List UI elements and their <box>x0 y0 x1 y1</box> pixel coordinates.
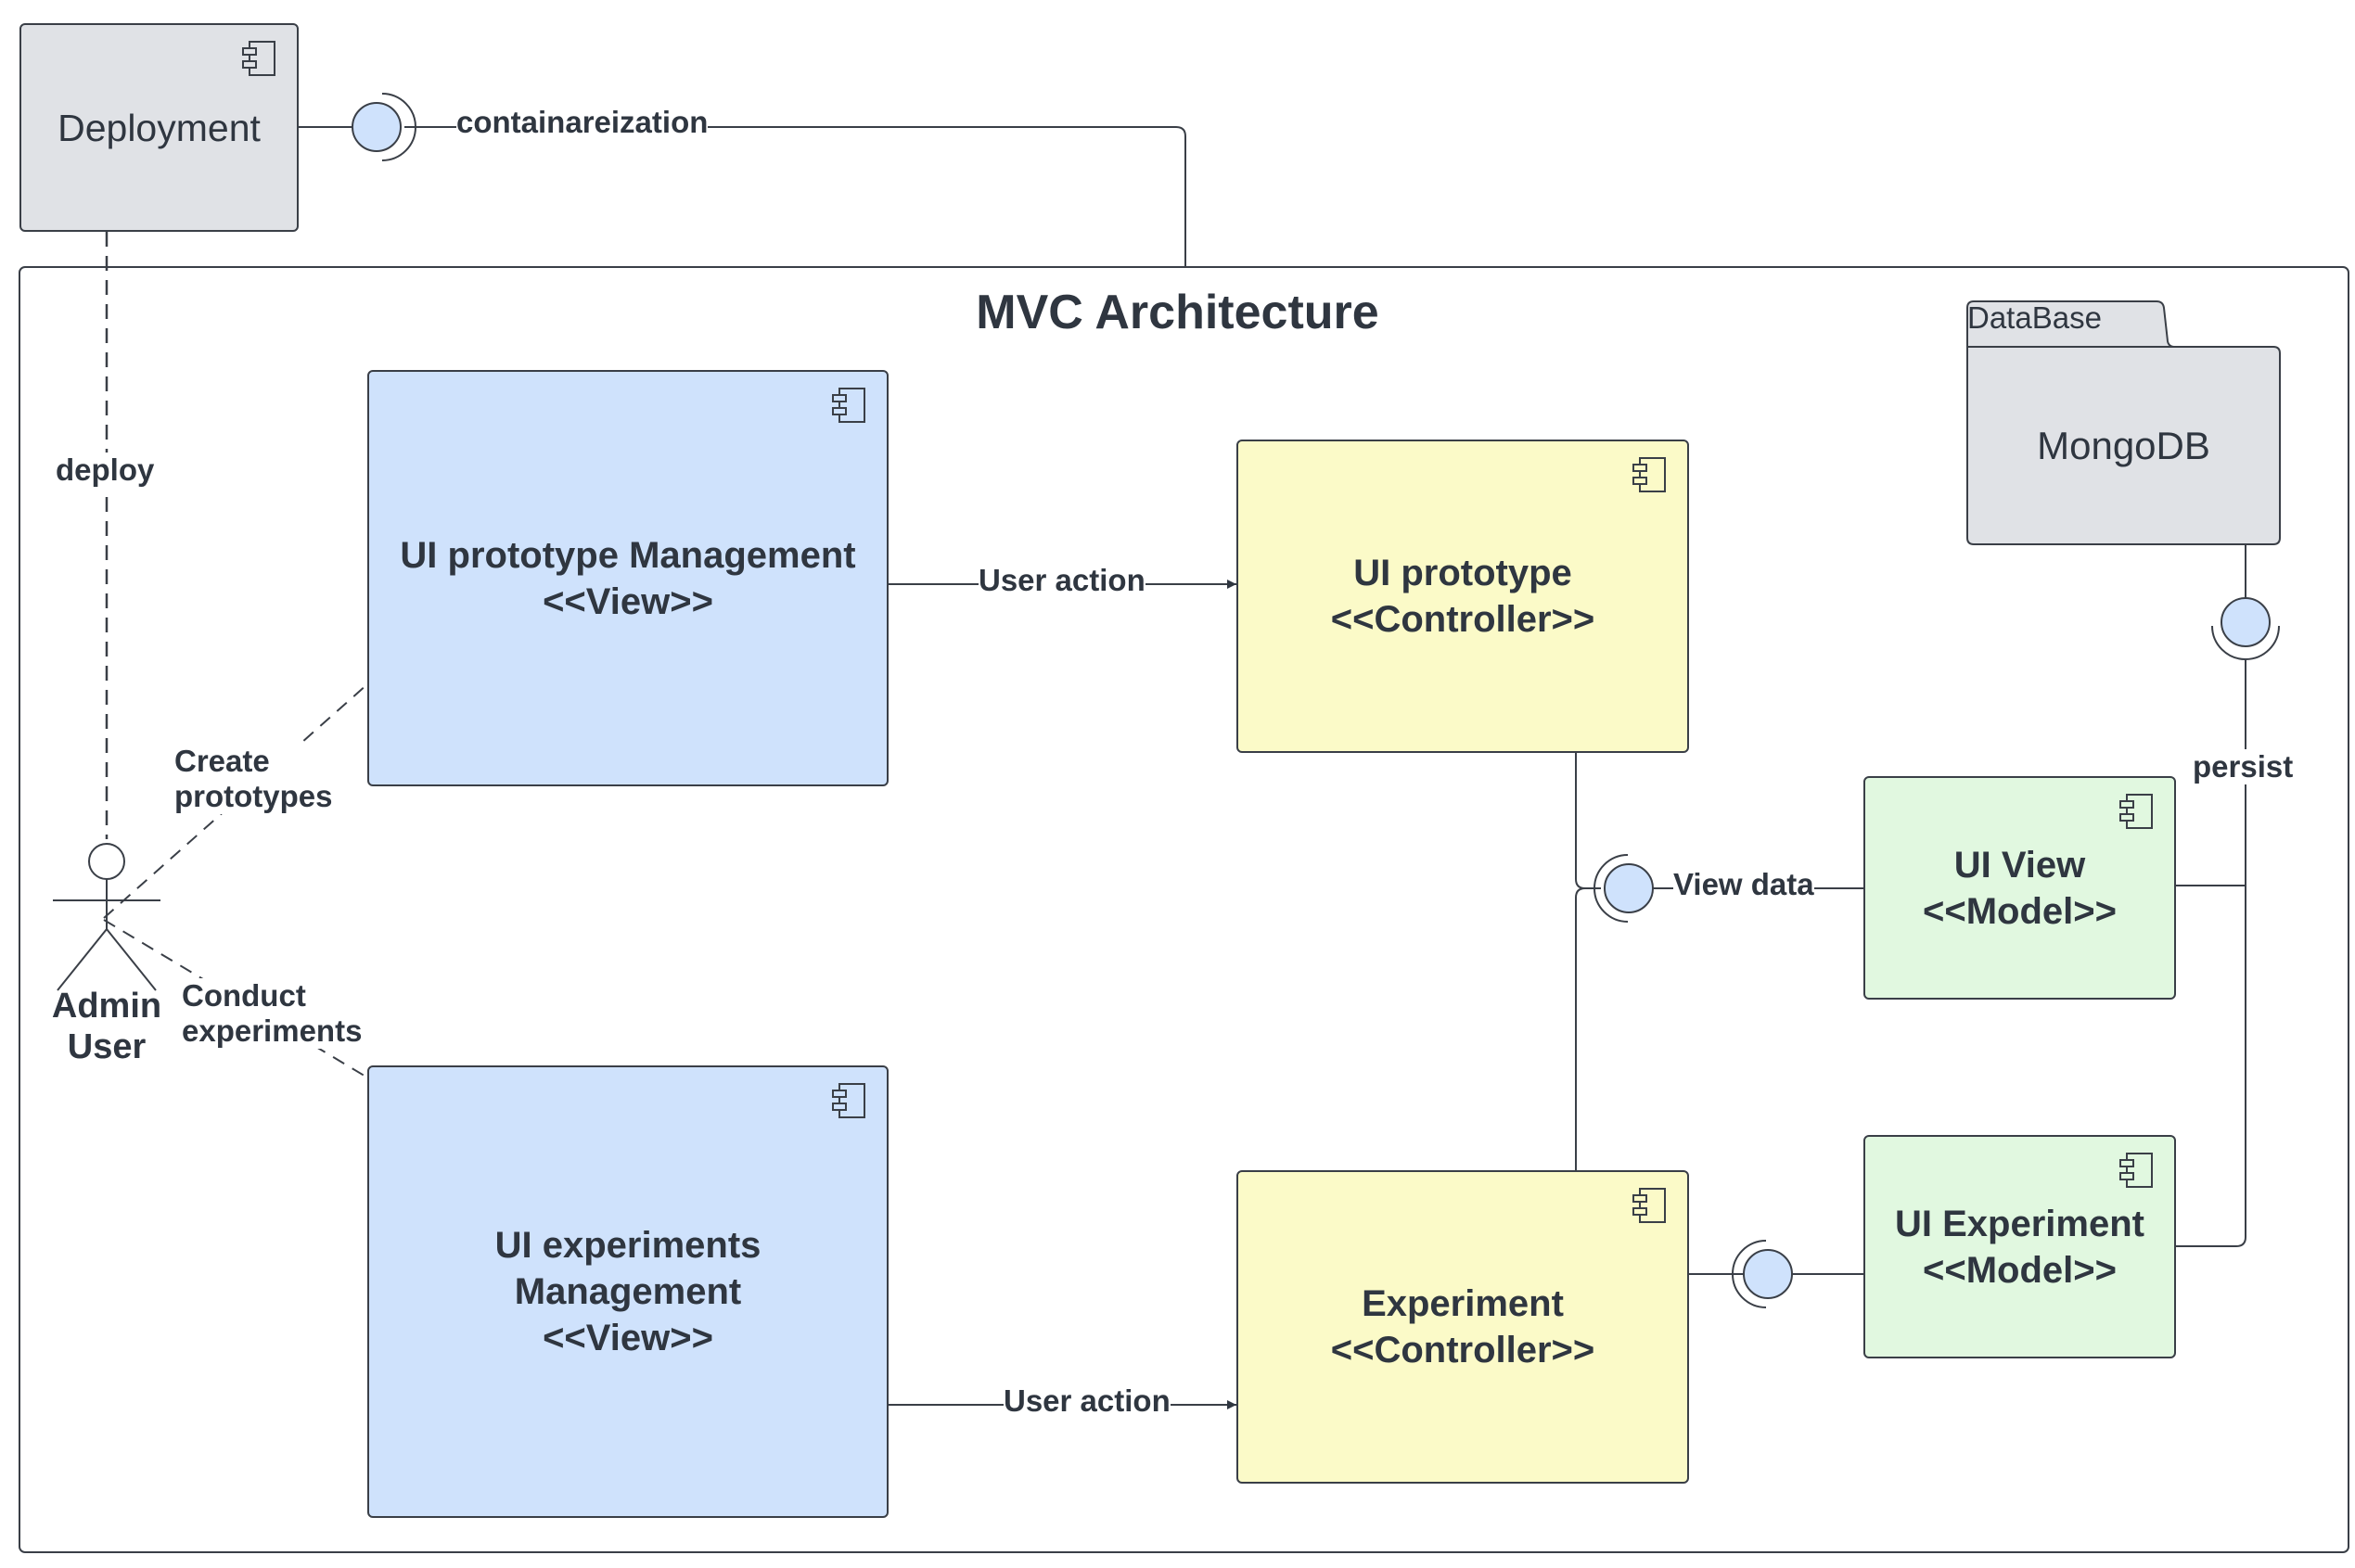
create-prototypes-connector <box>103 683 368 919</box>
database-name: MongoDB <box>2037 423 2210 467</box>
deployment-node[interactable]: Deployment <box>19 23 299 232</box>
ui-experiment-model-label: UI Experiment <<Model>> <box>1895 1203 2144 1291</box>
ui-experiments-management-label: UI experiments Management <<View>> <box>494 1225 762 1358</box>
persist-interface <box>2221 597 2271 647</box>
experiment-controller[interactable]: Experiment <<Controller>> <box>1236 1170 1689 1484</box>
user-action-bottom-label: User action <box>1004 1383 1171 1419</box>
admin-user-label: Admin User <box>51 987 162 1066</box>
create-prototypes-label: Create prototypes <box>174 744 333 814</box>
ui-experiment-model[interactable]: UI Experiment <<Model>> <box>1863 1135 2176 1358</box>
component-icon <box>1632 457 1666 492</box>
ui-prototype-management-view[interactable]: UI prototype Management <<View>> <box>367 370 889 786</box>
containerization-interface <box>352 102 402 152</box>
persist-socket <box>2211 625 2280 660</box>
ui-prototype-controller-label: UI prototype <<Controller>> <box>1330 553 1595 640</box>
containerization-connector <box>299 126 1186 267</box>
view-data-interface <box>1604 863 1654 913</box>
component-icon <box>242 41 275 76</box>
component-icon <box>2119 1153 2153 1188</box>
diagram-title: MVC Architecture <box>976 286 1379 339</box>
containerization-label: containareization <box>456 105 709 140</box>
deploy-label: deploy <box>56 453 155 488</box>
view-data-socket <box>1593 854 1629 923</box>
database-tab-label: DataBase <box>1967 300 2102 335</box>
experiment-model-interface <box>1743 1249 1793 1299</box>
persist-label: persist <box>2193 749 2294 784</box>
ui-experiments-management-view[interactable]: UI experiments Management <<View>> <box>367 1065 889 1518</box>
component-icon <box>2119 794 2153 829</box>
conduct-experiments-label: Conduct experiments <box>182 978 363 1049</box>
experiment-controller-label: Experiment <<Controller>> <box>1330 1283 1595 1370</box>
persist-connector <box>2176 660 2246 1247</box>
component-icon <box>832 1083 865 1118</box>
mvc-architecture-boundary <box>19 266 2349 1553</box>
admin-user-actor-icon <box>53 843 160 991</box>
ui-view-model-label: UI View <<Model>> <box>1923 844 2117 932</box>
database-folder-shape <box>1966 300 2281 545</box>
ui-prototype-management-label: UI prototype Management <<View>> <box>400 534 856 622</box>
deployment-label: Deployment <box>58 106 261 149</box>
component-icon <box>832 388 865 423</box>
view-data-label: View data <box>1673 867 1814 902</box>
ui-prototype-controller[interactable]: UI prototype <<Controller>> <box>1236 440 1689 753</box>
controller-link-connector <box>1575 753 1601 1170</box>
experiment-model-socket <box>1732 1240 1767 1308</box>
ui-view-model[interactable]: UI View <<Model>> <box>1863 776 2176 1000</box>
user-action-top-label: User action <box>979 563 1146 598</box>
containerization-socket <box>381 93 416 161</box>
conduct-experiments-connector <box>103 919 368 1078</box>
component-icon <box>1632 1188 1666 1223</box>
